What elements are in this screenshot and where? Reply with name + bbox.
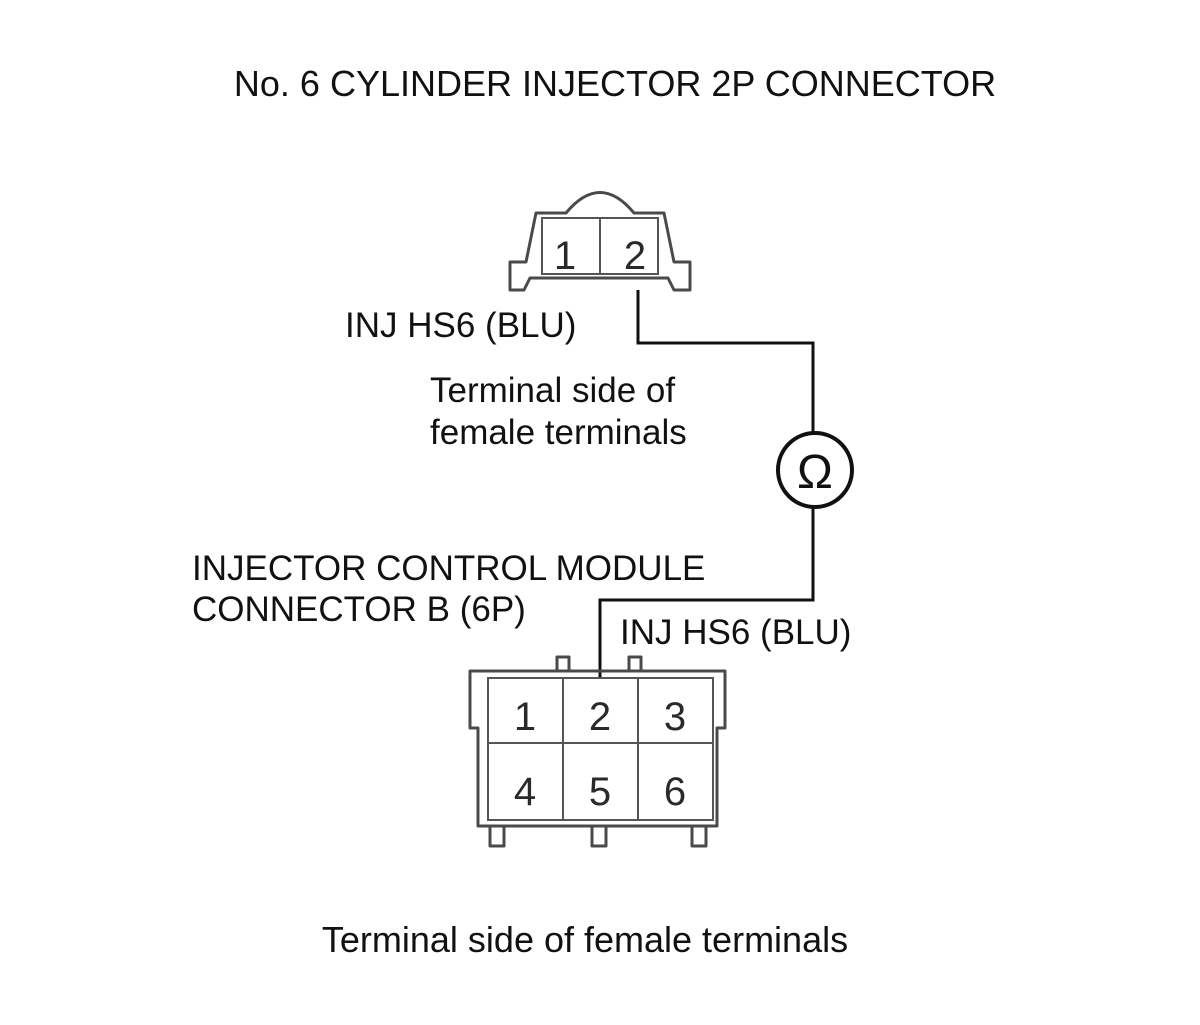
connector-6p-leg-center [590,826,608,848]
connector-6p-leg-right [690,826,708,848]
connector-6p-top-tab-right [627,655,643,673]
connector-6p-top-tab-left [555,655,571,673]
connector-6p-leg-left [488,826,506,848]
connector-6p-name-line1: INJECTOR CONTROL MODULE [192,549,705,588]
connector-2p-view-note-line2: female terminals [430,413,687,452]
connector-6p-name-line2: CONNECTOR B (6P) [192,590,526,629]
footer-view-note: Terminal side of female terminals [322,919,848,960]
ohmmeter-symbol: Ω [797,446,833,499]
connector-6p-pin-6: 6 [664,770,686,814]
connector-2p-pin-2: 2 [624,234,646,278]
wire-2p-to-meter [636,290,815,435]
connector-2p-housing [508,191,692,292]
connector-6p-wire-label: INJ HS6 (BLU) [620,613,851,652]
ohmmeter-icon: Ω [776,431,854,509]
connector-6p-pin-5: 5 [589,770,611,814]
connector-6p-pin-1: 1 [514,695,536,739]
connector-6p-pin-4: 4 [514,770,536,814]
diagram-title: No. 6 CYLINDER INJECTOR 2P CONNECTOR [234,63,996,104]
connector-6p-housing [468,669,727,828]
connector-2p-pin-1: 1 [554,234,576,278]
connector-6p: 1 2 3 4 5 6 [468,655,727,848]
connector-2p: 1 2 [508,191,692,292]
connector-6p-pin-frame [487,677,714,821]
wire-meter-to-6p [598,507,815,678]
connector-2p-wire-label: INJ HS6 (BLU) [345,306,576,345]
connector-6p-pin-3: 3 [664,695,686,739]
connector-6p-pin-2: 2 [589,695,611,739]
connector-2p-view-note-line1: Terminal side of [430,371,675,410]
